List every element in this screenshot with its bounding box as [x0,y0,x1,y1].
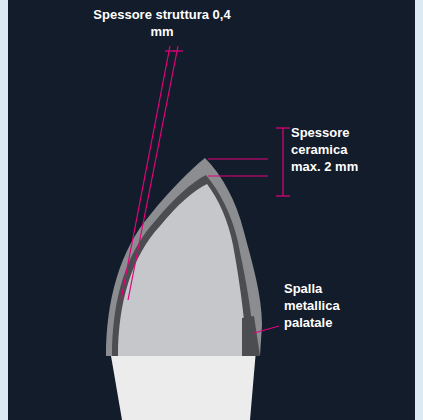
dimension-tick [173,50,183,51]
dimension-label: Spessore ceramica max. 2 mm [291,124,375,175]
leader-line [121,46,170,300]
tooth-root [110,350,256,420]
dimension-tick [276,195,290,196]
leader-line [128,46,178,300]
part-label: Spalla metallica palatale [284,280,362,331]
metal-framework [112,175,258,356]
dimension-tick [276,127,290,128]
palatal-metal-shoulder [242,316,260,356]
dimension-line [208,158,268,159]
dimension-bracket [282,128,283,196]
leader-line [254,326,279,333]
dimension-label: Spessore struttura 0,4 mm [92,6,232,40]
tooth-stump [118,184,244,356]
dimension-line [208,175,268,176]
